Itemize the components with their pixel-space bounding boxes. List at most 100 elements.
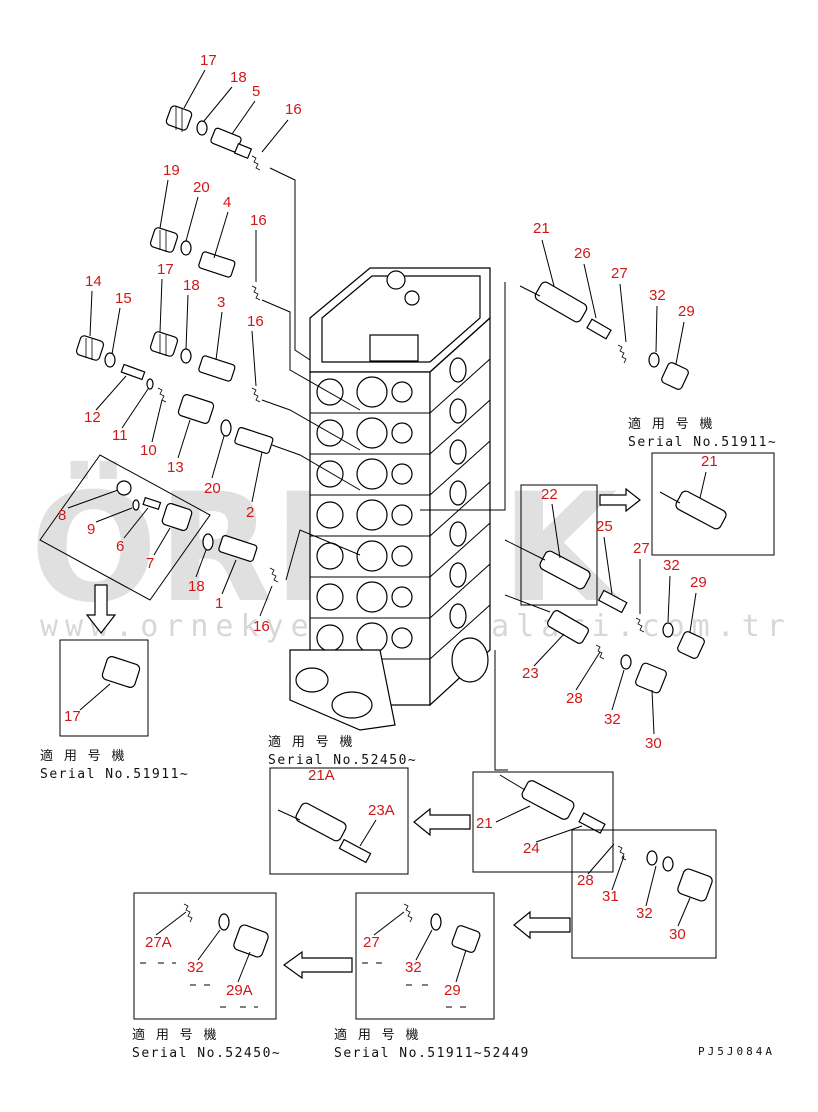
- part-27-spring: [617, 344, 627, 364]
- part-16-spring-b: [251, 285, 261, 301]
- label-4: 4: [223, 194, 231, 211]
- part-21-spool-b: [521, 780, 575, 820]
- label-30: 30: [645, 735, 662, 752]
- part-18-oring: [196, 120, 208, 136]
- part-8-cap: [116, 480, 132, 496]
- part-32-oring-b: [662, 622, 674, 638]
- part-29-plug-b: [677, 631, 705, 659]
- part-22-spool: [539, 550, 591, 590]
- label-17: 17: [200, 52, 217, 69]
- part-10-spring: [157, 387, 167, 403]
- label-27: 27: [611, 265, 628, 282]
- svg-text:適 用 号 機: 適 用 号 機: [628, 416, 714, 432]
- part-15-oring: [104, 352, 116, 368]
- part-4-valve: [198, 251, 236, 278]
- svg-text:Serial No.51911~: Serial No.51911~: [628, 435, 777, 450]
- part-27A-spring: [183, 903, 193, 923]
- label-25: 25: [596, 518, 613, 535]
- part-25-spacer: [597, 589, 628, 614]
- label-27: 27: [363, 934, 380, 951]
- inset-box-30: [571, 829, 717, 959]
- label-3: 3: [217, 294, 225, 311]
- part-19-plug: [149, 227, 179, 253]
- label-9: 9: [87, 521, 95, 538]
- label-12: 12: [84, 409, 101, 426]
- part-21-spool-alt: [675, 490, 727, 530]
- label-22: 22: [541, 486, 558, 503]
- part-16-spring-c: [251, 387, 261, 403]
- part-20-oring: [180, 240, 192, 256]
- part-18-oring-c: [202, 533, 214, 551]
- label-32: 32: [649, 287, 666, 304]
- label-31: 31: [602, 888, 619, 905]
- arrow-left-b: [513, 910, 571, 940]
- label-8: 8: [58, 507, 66, 524]
- part-26-spacer: [586, 318, 612, 340]
- inset-box-17: [59, 639, 149, 737]
- label-32: 32: [187, 959, 204, 976]
- part-29A-plug: [233, 924, 269, 958]
- label-21: 21: [533, 220, 550, 237]
- svg-text:適 用 号 機: 適 用 号 機: [268, 734, 354, 750]
- dash-marks: [140, 962, 466, 1008]
- label-13: 13: [167, 459, 184, 476]
- svg-text:適 用 号 機: 適 用 号 機: [132, 1027, 218, 1043]
- arrow-left-c: [282, 950, 353, 980]
- part-16-spring: [251, 155, 261, 171]
- label-7: 7: [146, 555, 154, 572]
- part-27-spring-b: [635, 617, 645, 633]
- part-18-oring-b: [180, 348, 192, 364]
- serial-note-bottom-left: 適 用 号 機 Serial No.52450~: [132, 1027, 280, 1061]
- part-27-spring-c: [403, 903, 413, 923]
- part-29-plug-c: [451, 925, 481, 953]
- inset-box-21: [651, 452, 775, 556]
- label-5: 5: [252, 83, 260, 100]
- label-17: 17: [157, 261, 174, 278]
- label-29: 29: [444, 982, 461, 999]
- part-16-spring-d: [269, 567, 279, 583]
- label-32: 32: [405, 959, 422, 976]
- part-6-pin: [142, 496, 162, 511]
- part-30-plug: [635, 662, 667, 694]
- part-21A-spool: [295, 802, 347, 842]
- inset-box-27: [355, 892, 495, 1020]
- inset-box-27A: [133, 892, 277, 1020]
- part-2-valve: [234, 427, 274, 454]
- label-18: 18: [188, 578, 205, 595]
- label-32: 32: [636, 905, 653, 922]
- part-9-ring: [132, 499, 140, 511]
- arrow-down: [85, 584, 117, 634]
- label-26: 26: [574, 245, 591, 262]
- label-21: 21: [701, 453, 718, 470]
- label-29: 29: [678, 303, 695, 320]
- part-20-oring-b: [220, 419, 232, 437]
- label-30: 30: [669, 926, 686, 943]
- svg-text:Serial No.52450~: Serial No.52450~: [268, 753, 417, 768]
- label-1: 1: [215, 595, 223, 612]
- inset-box-21A: [269, 767, 409, 875]
- label-2: 2: [246, 504, 254, 521]
- part-14-plug: [75, 335, 105, 361]
- label-28: 28: [566, 690, 583, 707]
- label-14: 14: [85, 273, 102, 290]
- part-17-plug: [165, 105, 193, 132]
- part-24-spacer: [578, 812, 606, 834]
- label-24: 24: [523, 840, 540, 857]
- label-16: 16: [250, 212, 267, 229]
- part-13-sleeve: [177, 394, 215, 424]
- inset-box-21-24: [472, 771, 614, 873]
- svg-text:Serial No.51911~: Serial No.51911~: [40, 767, 189, 782]
- label-27A: 27A: [145, 934, 172, 951]
- part-11-ring: [146, 378, 154, 390]
- label-21A: 21A: [308, 767, 335, 784]
- part-17-plug-b: [149, 331, 179, 357]
- label-32: 32: [604, 711, 621, 728]
- label-16: 16: [285, 101, 302, 118]
- label-20: 20: [204, 480, 221, 497]
- serial-note-bottom-mid: 適 用 号 機 Serial No.51911~52449: [334, 1027, 528, 1061]
- label-18: 18: [230, 69, 247, 86]
- part-31-spring: [617, 845, 627, 861]
- label-10: 10: [140, 442, 157, 459]
- part-1-valve: [218, 535, 258, 562]
